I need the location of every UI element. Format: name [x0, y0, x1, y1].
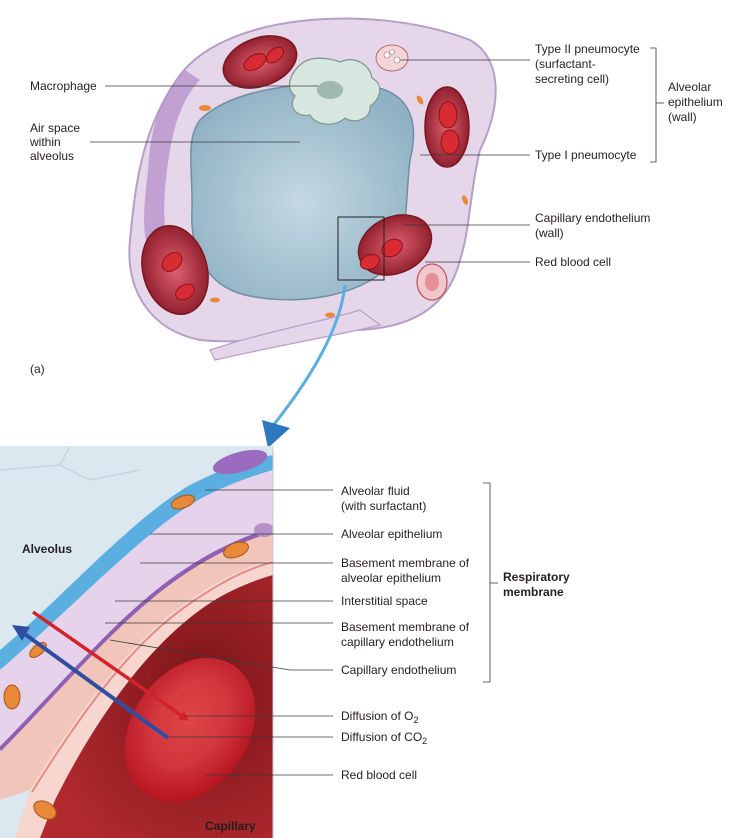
label-basement-membrane-alveolar: Basement membrane of [341, 556, 470, 570]
type-ii-granule [383, 51, 391, 59]
label-red-blood-cell-b: Red blood cell [341, 768, 417, 782]
label-alveolar-epithelium-b: Alveolar epithelium [341, 527, 442, 541]
label-respiratory-membrane: membrane [503, 585, 564, 599]
wall-mitochondrion [325, 312, 335, 318]
label-alveolar-fluid: (with surfactant) [341, 499, 426, 513]
type-i-cell-bulge [212, 449, 268, 475]
label-air-space: alveolus [30, 149, 74, 163]
type-ii-pneumocyte [375, 44, 409, 72]
interstitial-space-layer [0, 532, 273, 800]
macrophage-nucleus [317, 81, 343, 99]
label-macrophage: Macrophage [30, 79, 97, 93]
region-label-capillary: Capillary [205, 819, 256, 833]
label-respiratory-membrane: Respiratory [503, 570, 570, 584]
panel-a-leaders [90, 47, 664, 263]
co2-arrow-head [12, 625, 30, 641]
mitochondrion [223, 541, 249, 559]
wall-mitochondrion [210, 297, 220, 303]
red-blood-cell [440, 129, 460, 155]
panel-b-illustration: Alveolus Capillary [0, 446, 274, 838]
label-diffusion-o2: Diffusion of O2 [341, 709, 419, 725]
red-blood-cell-free-center [425, 273, 439, 291]
basement-membrane-capillary [31, 561, 273, 793]
label-alveolar-epithelium: Alveolar [668, 80, 711, 94]
panel-b-leaders [105, 482, 498, 776]
type-ii-granule [393, 56, 401, 64]
o2-diffusion-arrow [31, 610, 190, 721]
alveolus-cell-outline [0, 446, 141, 481]
wall-mitochondrion [199, 105, 211, 111]
label-basement-membrane-capillary: Basement membrane of [341, 620, 470, 634]
red-blood-cell [243, 52, 267, 72]
panel-b-labels: Alveolar fluid (with surfactant) Alveola… [341, 484, 570, 782]
panel-a-illustration [128, 17, 497, 361]
label-diffusion-co2: Diffusion of CO2 [341, 730, 427, 746]
label-air-space: within [29, 135, 61, 149]
wall-mitochondrion [462, 195, 468, 205]
label-alveolar-fluid: Alveolar fluid [341, 484, 410, 498]
wall-mitochondrion [416, 95, 424, 105]
label-alveolar-epithelium: (wall) [668, 110, 697, 124]
red-blood-cell [161, 252, 183, 272]
panel-letter-a: (a) [30, 362, 45, 376]
mitochondrion [3, 684, 21, 710]
mitochondrion [33, 800, 57, 820]
label-air-space: Air space [30, 121, 80, 135]
region-label-alveolus: Alveolus [22, 542, 72, 556]
label-type-ii-pneumocyte: (surfactant- [535, 57, 596, 71]
mitochondrion [171, 494, 195, 510]
zoom-arrow [262, 284, 347, 448]
label-capillary-endothelium-b: Capillary endothelium [341, 663, 456, 677]
red-blood-cell [265, 46, 285, 64]
zoom-box [337, 216, 385, 281]
label-basement-membrane-alveolar: alveolar epithelium [341, 571, 441, 585]
label-red-blood-cell: Red blood cell [535, 255, 611, 269]
label-basement-membrane-capillary: capillary endothelium [341, 635, 454, 649]
type-ii-granule [389, 49, 395, 55]
alveolar-fluid-layer [0, 455, 273, 670]
label-alveolar-epithelium: epithelium [668, 95, 723, 109]
alveolar-cell-folds [144, 70, 200, 255]
red-blood-cell [438, 101, 458, 129]
label-capillary-endothelium: (wall) [535, 226, 564, 240]
red-blood-cell [381, 238, 403, 258]
label-type-ii-pneumocyte: secreting cell) [535, 72, 609, 86]
label-type-ii-pneumocyte: Type II pneumocyte [535, 42, 640, 56]
red-blood-cell [359, 254, 381, 270]
lower-wall-extension [209, 309, 382, 361]
red-blood-cell [175, 283, 195, 301]
label-capillary-endothelium: Capillary endothelium [535, 211, 650, 225]
label-type-i-pneumocyte: Type I pneumocyte [535, 148, 637, 162]
endothelial-cell-bulge [254, 523, 273, 537]
panel-a-labels: Macrophage Air space within alveolus Typ… [29, 42, 723, 376]
co2-diffusion-arrow [20, 630, 170, 740]
label-interstitial-space: Interstitial space [341, 594, 428, 608]
